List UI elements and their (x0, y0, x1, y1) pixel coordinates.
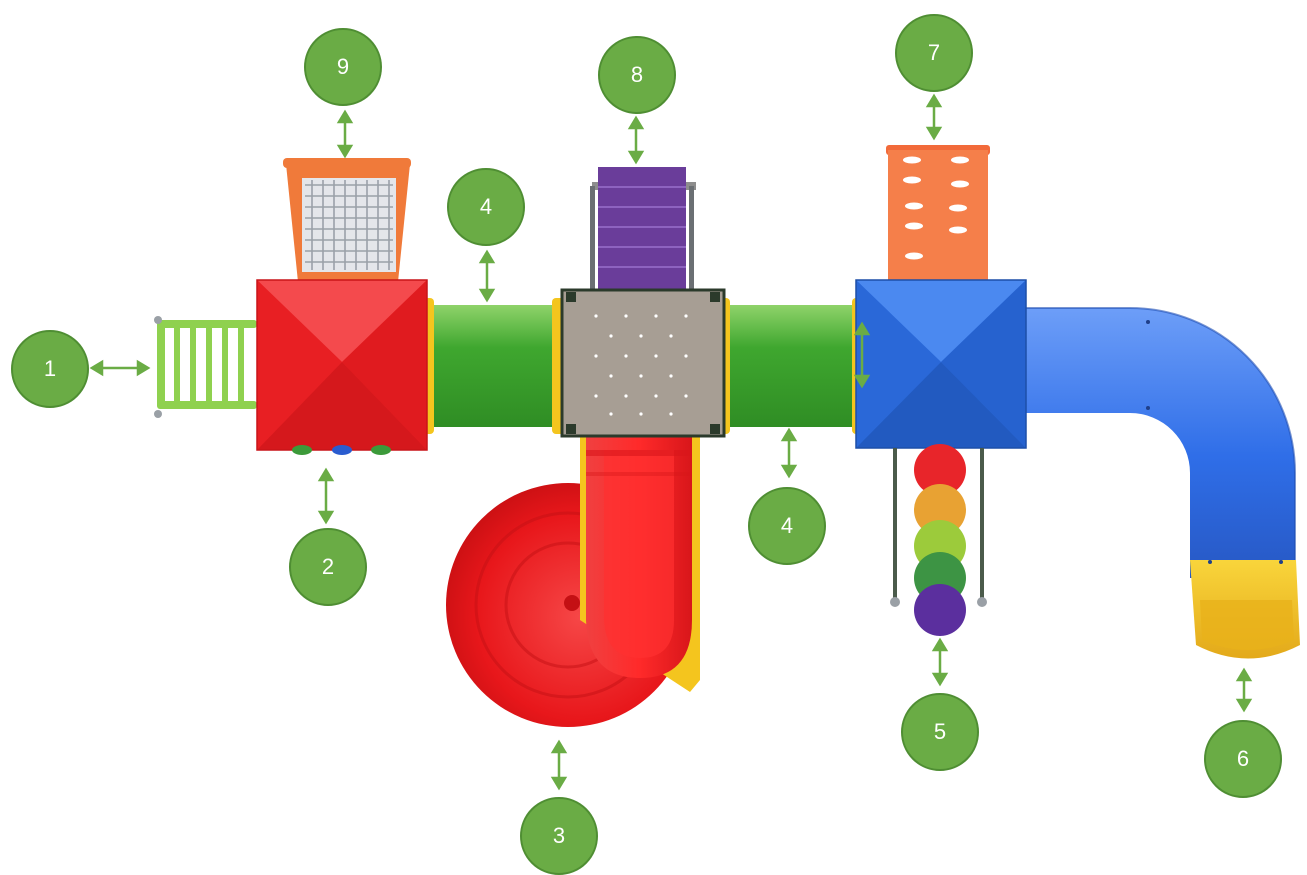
blue-tower-roof (856, 280, 1026, 448)
callout-4-tunnel-left: 4 (447, 168, 525, 246)
callout-8: 8 (598, 36, 676, 114)
panel-spinners (292, 445, 391, 455)
callout-number: 3 (553, 825, 565, 847)
callout-number: 1 (44, 358, 56, 380)
callout-number: 8 (631, 64, 643, 86)
callout-1: 1 (11, 330, 89, 408)
callout-2: 2 (289, 528, 367, 606)
callout-number: 2 (322, 556, 334, 578)
callout-5: 5 (901, 693, 979, 771)
rock-climbing-wall (886, 145, 990, 280)
callout-4-tunnel-right: 4 (748, 487, 826, 565)
tube-slide (1025, 308, 1300, 659)
crawl-tunnel-left (422, 298, 564, 434)
callout-number: 4 (781, 515, 793, 537)
purple-stairs (590, 167, 696, 296)
disc-step-climber (890, 444, 987, 636)
callout-number: 4 (480, 196, 492, 218)
callout-number: 9 (337, 56, 349, 78)
callout-7: 7 (895, 14, 973, 92)
center-platform (562, 290, 724, 436)
net-climber (283, 158, 411, 282)
callout-number: 6 (1237, 748, 1249, 770)
callout-9: 9 (304, 28, 382, 106)
callout-6: 6 (1204, 720, 1282, 798)
callout-3: 3 (520, 797, 598, 875)
callout-number: 5 (934, 721, 946, 743)
red-tower-roof (257, 280, 427, 450)
horizontal-ladder (154, 316, 257, 418)
callout-number: 7 (928, 42, 940, 64)
crawl-tunnel-middle (718, 298, 864, 434)
straight-slide (580, 432, 700, 692)
